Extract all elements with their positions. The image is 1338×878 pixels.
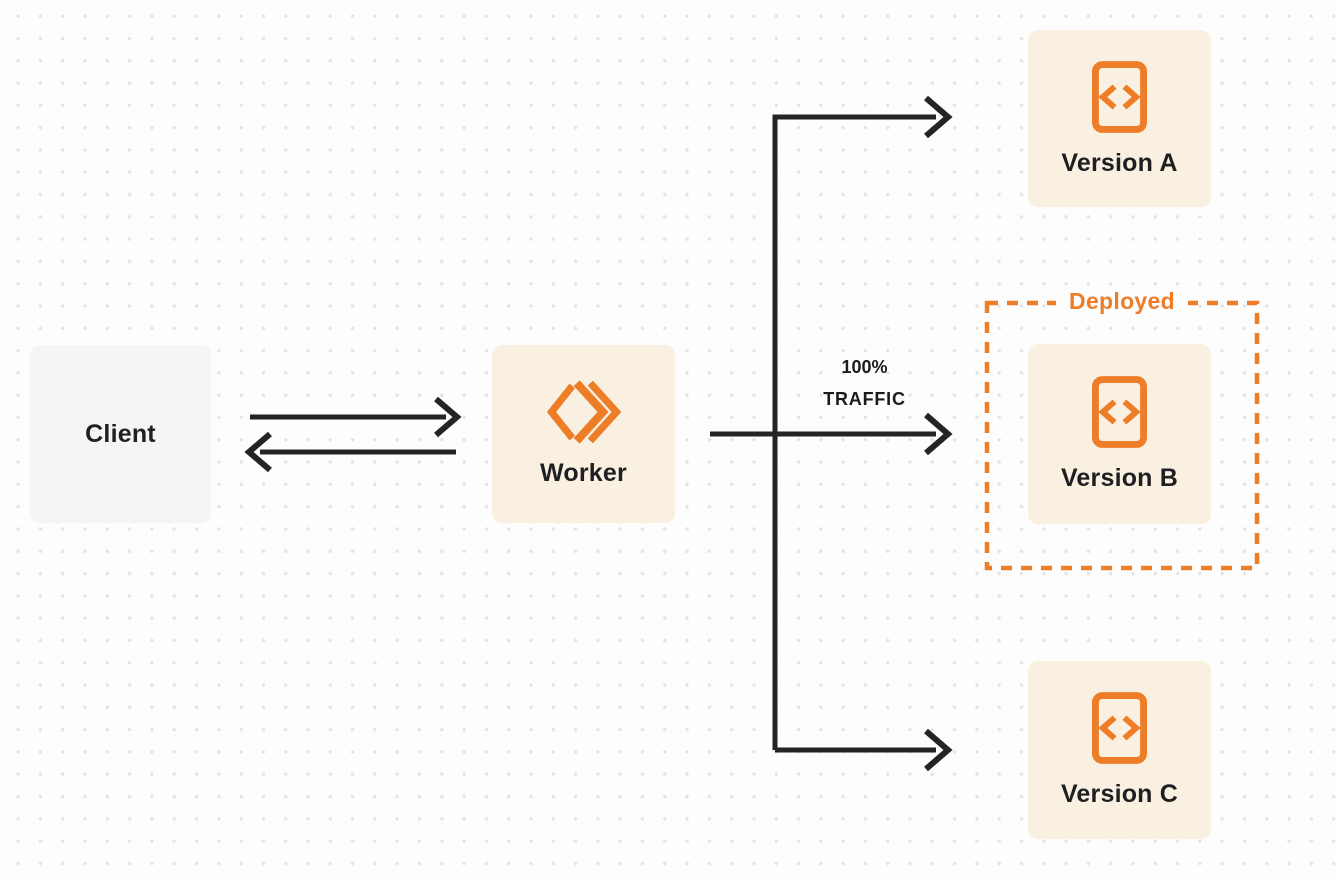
code-file-icon <box>1091 692 1148 764</box>
node-version-b-label: Version B <box>1060 464 1179 492</box>
code-file-icon <box>1091 376 1148 448</box>
node-version-c: Version C <box>1028 661 1211 839</box>
node-worker: Worker <box>492 345 675 523</box>
code-file-icon <box>1091 60 1148 133</box>
node-client: Client <box>30 345 211 523</box>
branch-trunk-and-top-line <box>772 114 936 750</box>
traffic-label-percent: 100% <box>841 357 888 377</box>
node-worker-label: Worker <box>540 459 627 487</box>
deployed-outline <box>984 300 1260 571</box>
traffic-label-word: TRAFFIC <box>823 389 906 409</box>
arrow-to-version-b-head <box>924 412 953 456</box>
arrow-to-version-a-head <box>924 95 953 139</box>
node-version-c-label: Version C <box>1060 780 1179 808</box>
worker-logo-icon <box>546 380 621 444</box>
node-version-b: Version B <box>1028 344 1211 524</box>
node-version-a: Version A <box>1028 30 1211 207</box>
traffic-label: 100% TRAFFIC <box>792 351 937 415</box>
arrow-worker-to-client-head <box>244 431 272 473</box>
node-client-label: Client <box>85 419 156 448</box>
node-version-a-label: Version A <box>1061 148 1178 177</box>
arrow-client-to-worker-head <box>434 396 462 438</box>
arrow-to-version-c-head <box>924 728 953 772</box>
